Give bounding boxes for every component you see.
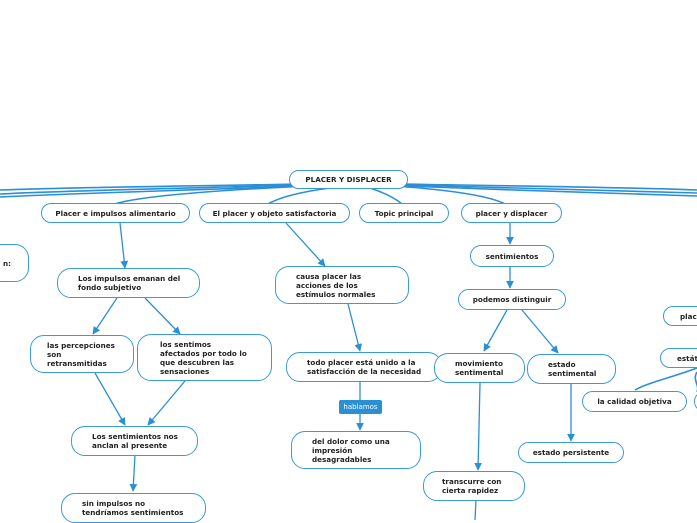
node-calidad-objetiva[interactable]: la calidad objetiva — [582, 391, 687, 412]
branch-placer-impulsos[interactable]: Placer e impulsos alimentario — [41, 203, 190, 223]
left-cut-node[interactable]: n: — [0, 244, 29, 282]
branch-topic-principal[interactable]: Topic principal — [359, 203, 449, 223]
node-estatico-cut[interactable]: estáti — [660, 348, 697, 368]
root-topic[interactable]: PLACER Y DISPLACER — [289, 170, 408, 189]
node-sin-impulsos[interactable]: sin impulsos no tendríamos sentimientos — [61, 493, 206, 523]
node-estado-persistente[interactable]: estado persistente — [518, 442, 624, 463]
node-movimiento-sentimental[interactable]: movimiento sentimental — [434, 353, 525, 383]
node-placer-cut[interactable]: place — [663, 306, 697, 326]
node-dolor[interactable]: del dolor como una impresión desagradabl… — [291, 431, 421, 469]
node-sentimientos[interactable]: sentimientos — [470, 245, 554, 267]
relation-label-hablamos[interactable]: hablamos — [339, 400, 382, 414]
node-sentimientos-anclan[interactable]: Los sentimientos nos anclan al presente — [71, 426, 198, 456]
node-transcurre[interactable]: transcurre con cierta rapidez — [423, 471, 525, 501]
node-sentimos[interactable]: los sentimos afectados por todo lo que d… — [137, 334, 272, 381]
branch-placer-objeto[interactable]: El placer y objeto satisfactoria — [199, 203, 350, 223]
branch-placer-displacer[interactable]: placer y displacer — [461, 203, 562, 223]
node-todo-placer[interactable]: todo placer está unido a la satisfacción… — [286, 352, 442, 382]
node-causa-placer[interactable]: causa placer las acciones de los estímul… — [275, 266, 409, 304]
node-impulsos-emanan[interactable]: Los impulsos emanan del fondo subjetivo — [57, 268, 200, 298]
node-percepciones[interactable]: las percepciones son retransmitidas — [30, 335, 134, 373]
node-estado-sentimental[interactable]: estado sentimental — [527, 354, 616, 384]
node-podemos-distinguir[interactable]: podemos distinguir — [458, 289, 566, 310]
